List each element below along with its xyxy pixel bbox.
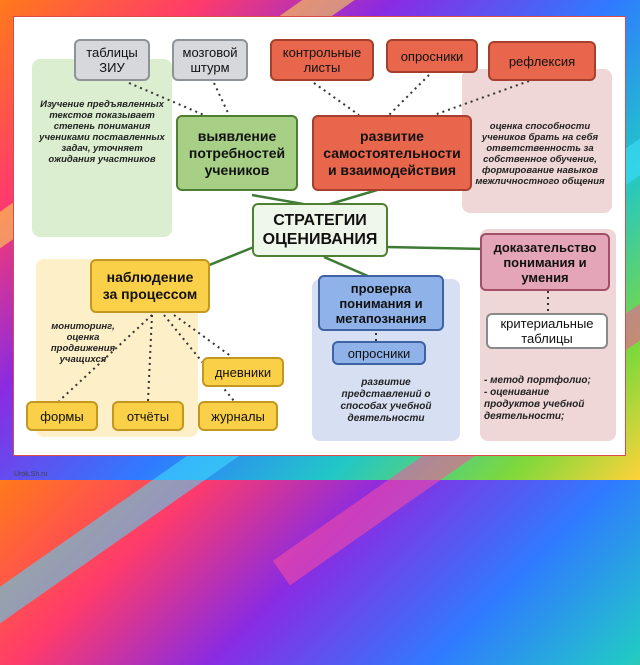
note-monitoring: мониторинг, оценка продвижения учащихся — [50, 321, 116, 365]
line-center-proverka — [323, 255, 371, 279]
node-kontrolnye-listy: контрольные листы — [270, 39, 374, 81]
node-oprosniki-top: опросники — [386, 39, 478, 73]
node-formy: формы — [26, 401, 98, 431]
node-nablyudenie: наблюдение за процессом — [90, 259, 210, 313]
node-strategii: СТРАТЕГИИ ОЦЕНИВАНИЯ — [252, 203, 388, 257]
note-metod: - метод портфолио; - оценивание продукто… — [484, 375, 591, 422]
node-tablitsy-ziu: таблицы ЗИУ — [74, 39, 150, 81]
node-refleksiya: рефлексия — [488, 41, 596, 81]
dots-ziu — [128, 82, 205, 116]
region-green — [32, 59, 172, 237]
node-razvitie: развитие самостоятельности и взаимодейст… — [312, 115, 472, 191]
node-vyyavlenie: выявление потребностей учеников — [176, 115, 298, 191]
dots-zhurnaly — [163, 314, 235, 402]
node-dnevniki: дневники — [202, 357, 284, 387]
dots-otchety — [147, 314, 153, 402]
dots-shturm — [213, 82, 230, 116]
node-oprosniki-mid: опросники — [332, 341, 426, 365]
node-kriterialnye: критериальные таблицы — [486, 313, 608, 349]
dots-listy — [313, 82, 360, 116]
note-izuchenie: Изучение предъявленных текстов показывае… — [39, 99, 165, 165]
slide: таблицы ЗИУ мозговой штурм контрольные л… — [13, 16, 626, 456]
node-proverka: проверка понимания и метапознания — [318, 275, 444, 331]
region-pink-top — [462, 69, 612, 213]
note-razvitie-pred: развитие представлений о способах учебно… — [340, 377, 432, 424]
dots-refleksiya — [433, 80, 530, 116]
note-otsenka: оценка способности учеников брать на себ… — [475, 121, 605, 187]
dots-dnevniki — [173, 314, 233, 358]
footer-watermark: Urok.Sh.ru — [14, 471, 48, 478]
node-zhurnaly: журналы — [198, 401, 278, 431]
node-mozgovoy-shturm: мозговой штурм — [172, 39, 248, 81]
dots-oprosniki — [388, 74, 430, 116]
node-dokazatelstvo: доказательство понимания и умения — [480, 233, 610, 291]
line-center-dokazatelstvo — [385, 245, 487, 251]
node-otchety: отчёты — [112, 401, 184, 431]
